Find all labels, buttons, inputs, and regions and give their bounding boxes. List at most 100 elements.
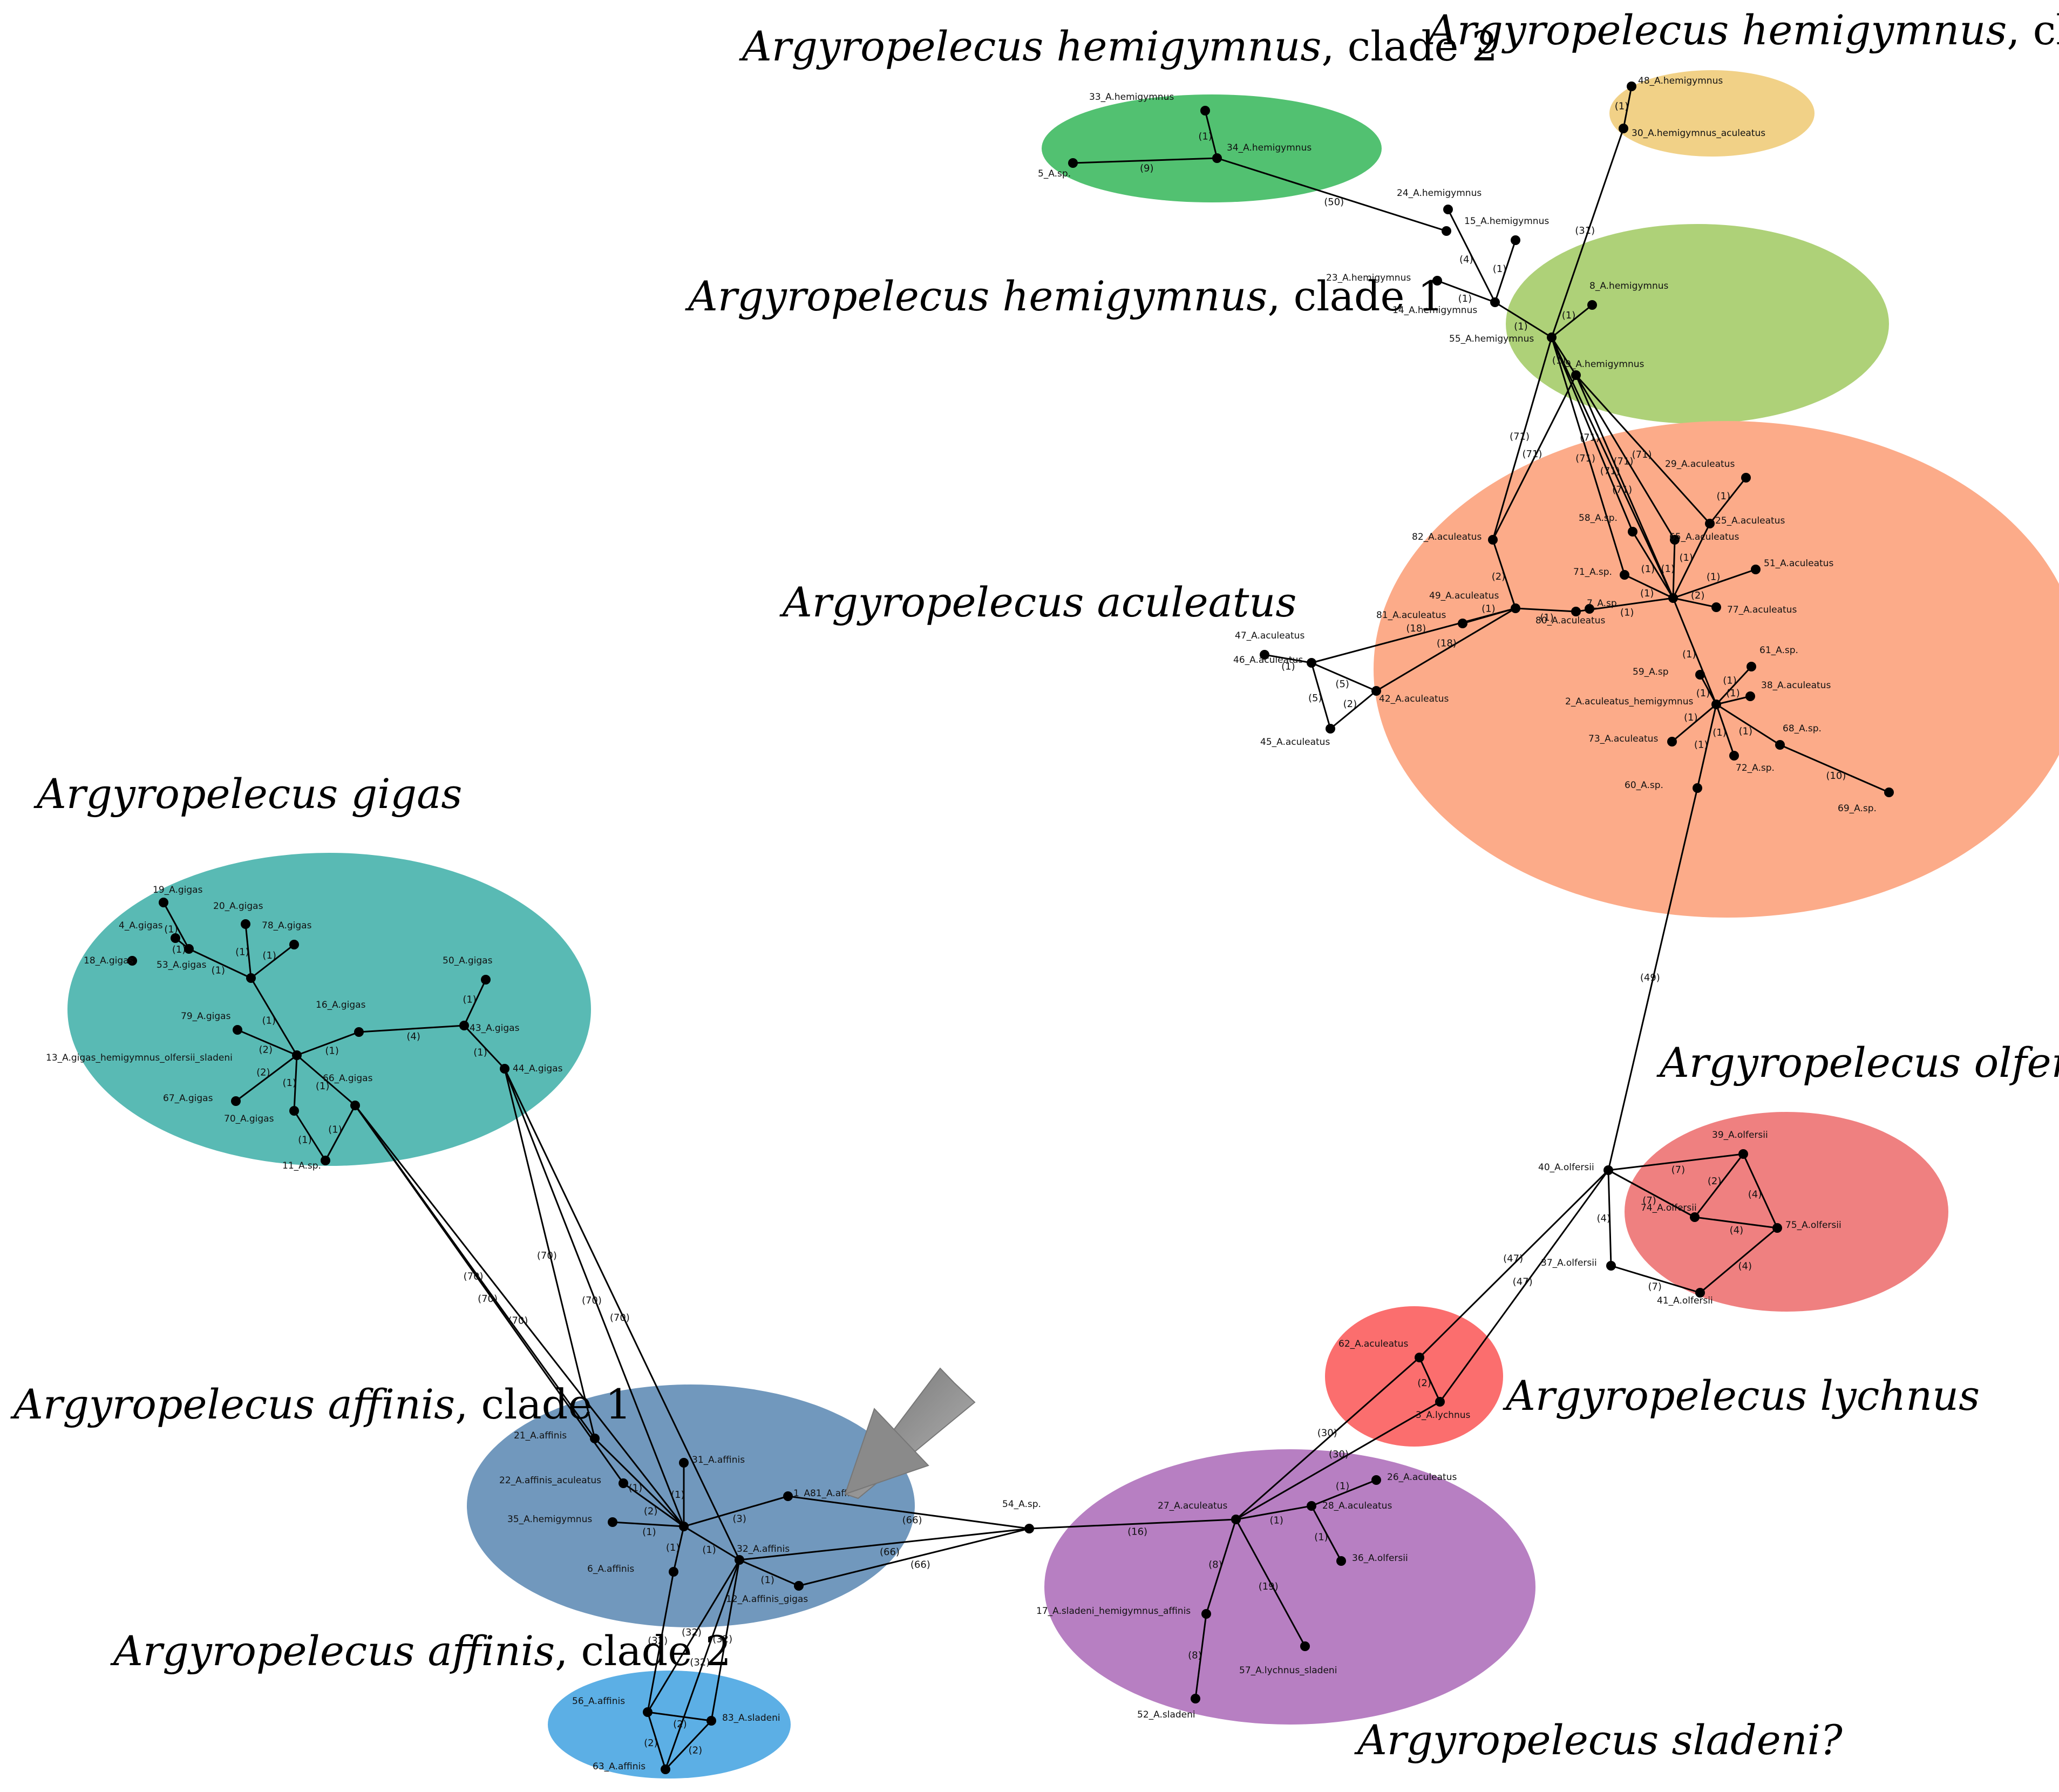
haplotype-label: 8_A.hemigymnus [1589, 281, 1669, 291]
haplotype-node [1231, 1515, 1241, 1524]
network-edge [623, 1482, 684, 1528]
network-edge [293, 1110, 327, 1161]
haplotype-node [1775, 740, 1785, 750]
haplotype-node [1511, 603, 1520, 613]
haplotype-node [459, 1021, 469, 1030]
haplotype-node [1690, 1212, 1700, 1222]
haplotype-label: 59_A.sp [1633, 667, 1669, 677]
edge-mutation-count: (1) [1679, 552, 1693, 564]
edge-mutation-count: (1) [1540, 612, 1554, 623]
network-edge [1437, 280, 1496, 303]
haplotype-node [1336, 1556, 1346, 1566]
haplotype-node [1729, 751, 1739, 761]
edge-mutation-count: (8) [1208, 1559, 1222, 1570]
haplotype-label: 31_A.affinis [692, 1455, 745, 1465]
edge-mutation-count: (8) [1188, 1650, 1202, 1661]
haplotype-label: 77_A.aculeatus [1727, 605, 1797, 615]
edge-mutation-count: (50) [1324, 196, 1344, 208]
network-edge [1205, 1519, 1237, 1614]
haplotype-node [1738, 1149, 1748, 1159]
network-edge [1418, 1357, 1441, 1402]
network-edge [1194, 1613, 1207, 1699]
network-edge [358, 1024, 465, 1033]
cluster-title-species: Argyropelecus affinis [10, 1380, 455, 1428]
network-edge [1673, 568, 1756, 599]
haplotype-node [350, 1101, 360, 1110]
network-edge [798, 1528, 1030, 1587]
haplotype-label: 4_A.gigas [119, 920, 163, 931]
edge-mutation-count: (1) [1482, 603, 1496, 615]
network-edge [1551, 337, 1674, 599]
cluster-title-olfersii: Argyropelecus olfersii [1656, 1038, 2059, 1087]
network-edge [1310, 1505, 1342, 1562]
haplotype-label: 15_A.hemigymnus [1464, 216, 1549, 227]
edge-mutation-count: (1) [1661, 564, 1675, 575]
edge-mutation-count: (30) [1329, 1449, 1349, 1460]
haplotype-node [1024, 1524, 1034, 1533]
haplotype-node [1571, 607, 1581, 616]
network-edge [739, 1559, 799, 1587]
haplotype-node [619, 1478, 628, 1488]
haplotype-node [1884, 788, 1894, 797]
haplotype-node [289, 940, 299, 949]
haplotype-node [1371, 686, 1381, 696]
haplotype-node [1326, 724, 1335, 734]
haplotype-label: 43_A.gigas [470, 1023, 520, 1034]
edge-mutation-count: (1) [473, 1047, 487, 1058]
edge-mutation-count: (1) [172, 944, 186, 955]
edge-mutation-count: (71) [1632, 449, 1652, 460]
haplotype-node [1300, 1641, 1310, 1651]
edge-mutation-count: (1) [1458, 293, 1472, 304]
cluster-title-species: Argyropelecus affinis [110, 1627, 555, 1675]
haplotype-node [1307, 658, 1316, 668]
network-edge [1072, 157, 1218, 164]
haplotype-node [127, 956, 137, 966]
edge-mutation-count: (4) [1597, 1213, 1611, 1224]
edge-mutation-count: (1) [1713, 727, 1727, 738]
edge-mutation-count: (1) [1723, 675, 1737, 686]
edge-mutation-count: (1) [316, 1081, 330, 1092]
haplotype-node [1260, 650, 1269, 660]
haplotype-label: 18_A.gigas [84, 955, 134, 966]
edge-mutation-count: (1) [1552, 355, 1566, 366]
network-edge [683, 1495, 789, 1528]
network-edge [504, 1068, 740, 1560]
haplotype-label: 13_A.gigas_hemigymnus_olfersii_sladeni [46, 1053, 233, 1063]
haplotype-label: 2_A.aculeatus_hemigymnus [1565, 696, 1693, 707]
edge-mutation-count: (2) [673, 1719, 687, 1730]
edge-mutation-count: (1) [283, 1077, 297, 1089]
haplotype-node [1741, 473, 1751, 483]
edge-mutation-count: (1) [1738, 725, 1752, 737]
edge-mutation-count: (2) [689, 1745, 703, 1756]
network-edge [235, 1054, 297, 1102]
network-edge [1235, 1505, 1312, 1521]
edge-mutation-count: (70) [464, 1271, 484, 1282]
cluster-title-suffix: , clade 2 [1321, 22, 1498, 70]
haplotype-node [1068, 158, 1078, 168]
edge-mutation-count: (2) [644, 1505, 658, 1517]
edge-mutation-count: (71) [1523, 449, 1542, 460]
cluster-title-species: Argyropelecus olfersii [1656, 1038, 2059, 1087]
network-edge [296, 1054, 356, 1107]
haplotype-node [246, 973, 256, 983]
haplotype-label: 53_A.gigas [157, 960, 207, 970]
network-edge [1551, 304, 1593, 338]
haplotype-node [1693, 783, 1702, 793]
network-edge [1311, 1479, 1377, 1507]
network-edge [293, 1055, 298, 1111]
edge-mutation-count: (1) [463, 994, 477, 1006]
network-edge [1551, 337, 1577, 376]
edge-mutation-count: (66) [880, 1546, 900, 1558]
cluster-title-hemi2: Argyropelecus hemigymnus, clade 2 [739, 22, 1498, 70]
haplotype-node [679, 1522, 689, 1531]
haplotype-node [1711, 602, 1721, 612]
network-edge [1607, 1170, 1612, 1266]
haplotype-node [1415, 1353, 1424, 1362]
network-edge [1494, 301, 1552, 338]
cluster-title-species: Argyropelecus sladeni? [1354, 1716, 1843, 1764]
network-edge [1310, 662, 1331, 729]
edge-mutation-count: (1) [1336, 1481, 1350, 1492]
network-edge [1694, 1153, 1744, 1218]
edge-mutation-count: (4) [406, 1031, 420, 1042]
haplotype-node [1435, 1397, 1445, 1407]
